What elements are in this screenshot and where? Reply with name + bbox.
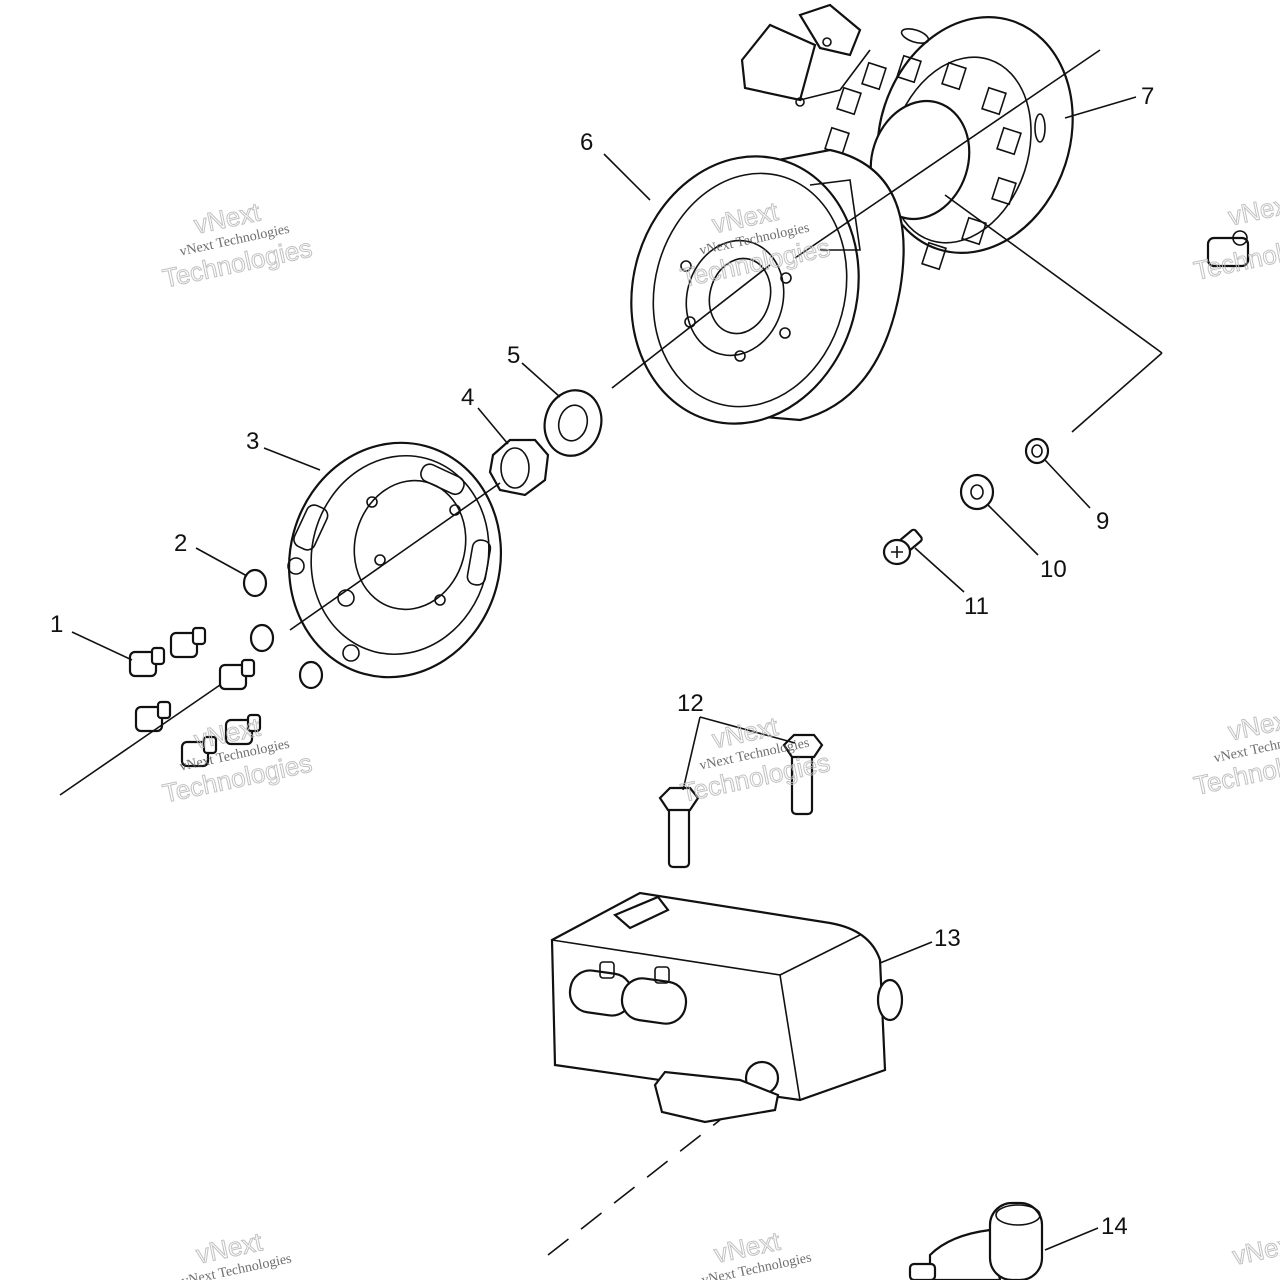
svg-text:vNext: vNext: [1230, 1228, 1280, 1271]
part-13-module: [550, 891, 904, 1124]
callout-7: 7: [1141, 83, 1154, 110]
flywheel-bolt-holes: [680, 260, 792, 362]
part-11-screw: [882, 528, 923, 566]
watermark-top-right: vNext Technologies: [1191, 188, 1280, 287]
callout-3: 3: [246, 428, 259, 455]
watermark-top-left: vNext vNext Technologies Technologies: [159, 196, 315, 294]
part-4-nut: [488, 438, 550, 497]
callout-5: 5: [507, 342, 520, 369]
part-9-washer: [1024, 437, 1050, 465]
callout-6: 6: [580, 129, 593, 156]
callout-9: 9: [1096, 508, 1109, 535]
watermark-mid-left: vNext vNext Technologies Technologies: [159, 711, 315, 809]
callout-13: 13: [934, 925, 961, 952]
pickup-coil: [740, 3, 871, 107]
watermark-mid-right: vNext vNext Technologies Technologies: [1191, 703, 1280, 802]
part-1-bolts: [128, 626, 262, 768]
part-14-spark-plug-cap: [908, 1201, 1044, 1280]
svg-text:Technologies: Technologies: [1191, 225, 1280, 286]
callout-1: 1: [50, 611, 63, 638]
watermark-bottom-center: vNext vNext Technologies: [700, 1225, 813, 1280]
callout-14: 14: [1101, 1213, 1128, 1240]
part-2-lock-washers: [242, 568, 324, 690]
part-12-bolts: [658, 733, 824, 869]
callout-10: 10: [1040, 556, 1067, 583]
callout-labels: 1 2 3 4 5 6 7 9 10 11 12 13 14: [50, 83, 1154, 1240]
part-6-flywheel: [630, 148, 905, 425]
callout-4: 4: [461, 384, 474, 411]
part-10-washer: [959, 473, 995, 511]
partial-part-right-edge: [1206, 230, 1250, 268]
callout-2: 2: [174, 530, 187, 557]
watermark-bottom-right: vNext: [1229, 1227, 1280, 1271]
part-5-washer: [543, 389, 603, 457]
callout-11: 11: [964, 593, 989, 620]
svg-text:vNext: vNext: [1226, 188, 1280, 231]
assembly-axis-lines: [59, 49, 1163, 1256]
callout-12: 12: [677, 690, 704, 717]
leader-lines: [71, 96, 1137, 1251]
watermark-bottom-left: vNext vNext Technologies: [180, 1226, 293, 1280]
part-3-starter-cup: [287, 441, 503, 679]
watermark-top-center: vNext vNext Technologies Technologies: [677, 195, 833, 293]
